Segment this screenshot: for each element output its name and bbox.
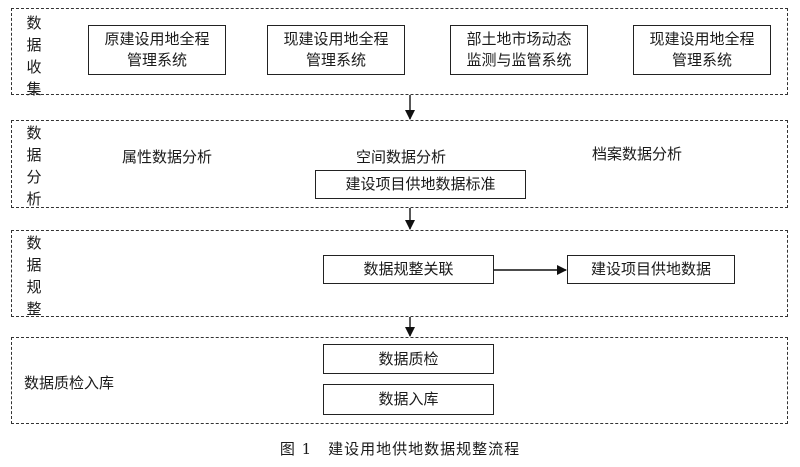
figure-caption: 图 1 建设用地供地数据规整流程 (279, 440, 521, 458)
system-box-2: 现建设用地全程 管理系统 (267, 25, 405, 75)
quality-check-box: 数据质检 (323, 344, 494, 374)
panel-quality-storage (11, 337, 788, 424)
data-standard-box: 建设项目供地数据标准 (315, 170, 526, 199)
attribute-analysis: 属性数据分析 (122, 148, 213, 166)
system-box-3: 部土地市场动态 监测与监管系统 (450, 25, 588, 75)
label-data-collection: 数 据 收 集 (26, 14, 42, 98)
panel-data-regulation (11, 230, 788, 317)
label-quality-storage: 数据质检入库 (24, 374, 115, 392)
spatial-analysis: 空间数据分析 (356, 148, 447, 166)
label-data-analysis: 数 据 分 析 (26, 124, 42, 208)
system-box-1: 原建设用地全程 管理系统 (88, 25, 226, 75)
label-data-regulation: 数 据 规 整 (26, 234, 42, 318)
archive-analysis: 档案数据分析 (592, 145, 683, 163)
system-box-4: 现建设用地全程 管理系统 (633, 25, 771, 75)
project-data-box: 建设项目供地数据 (567, 255, 735, 284)
panel-data-collection (11, 8, 788, 95)
data-relate-box: 数据规整关联 (323, 255, 494, 284)
storage-box: 数据入库 (323, 384, 494, 415)
panel-data-analysis (11, 120, 788, 208)
